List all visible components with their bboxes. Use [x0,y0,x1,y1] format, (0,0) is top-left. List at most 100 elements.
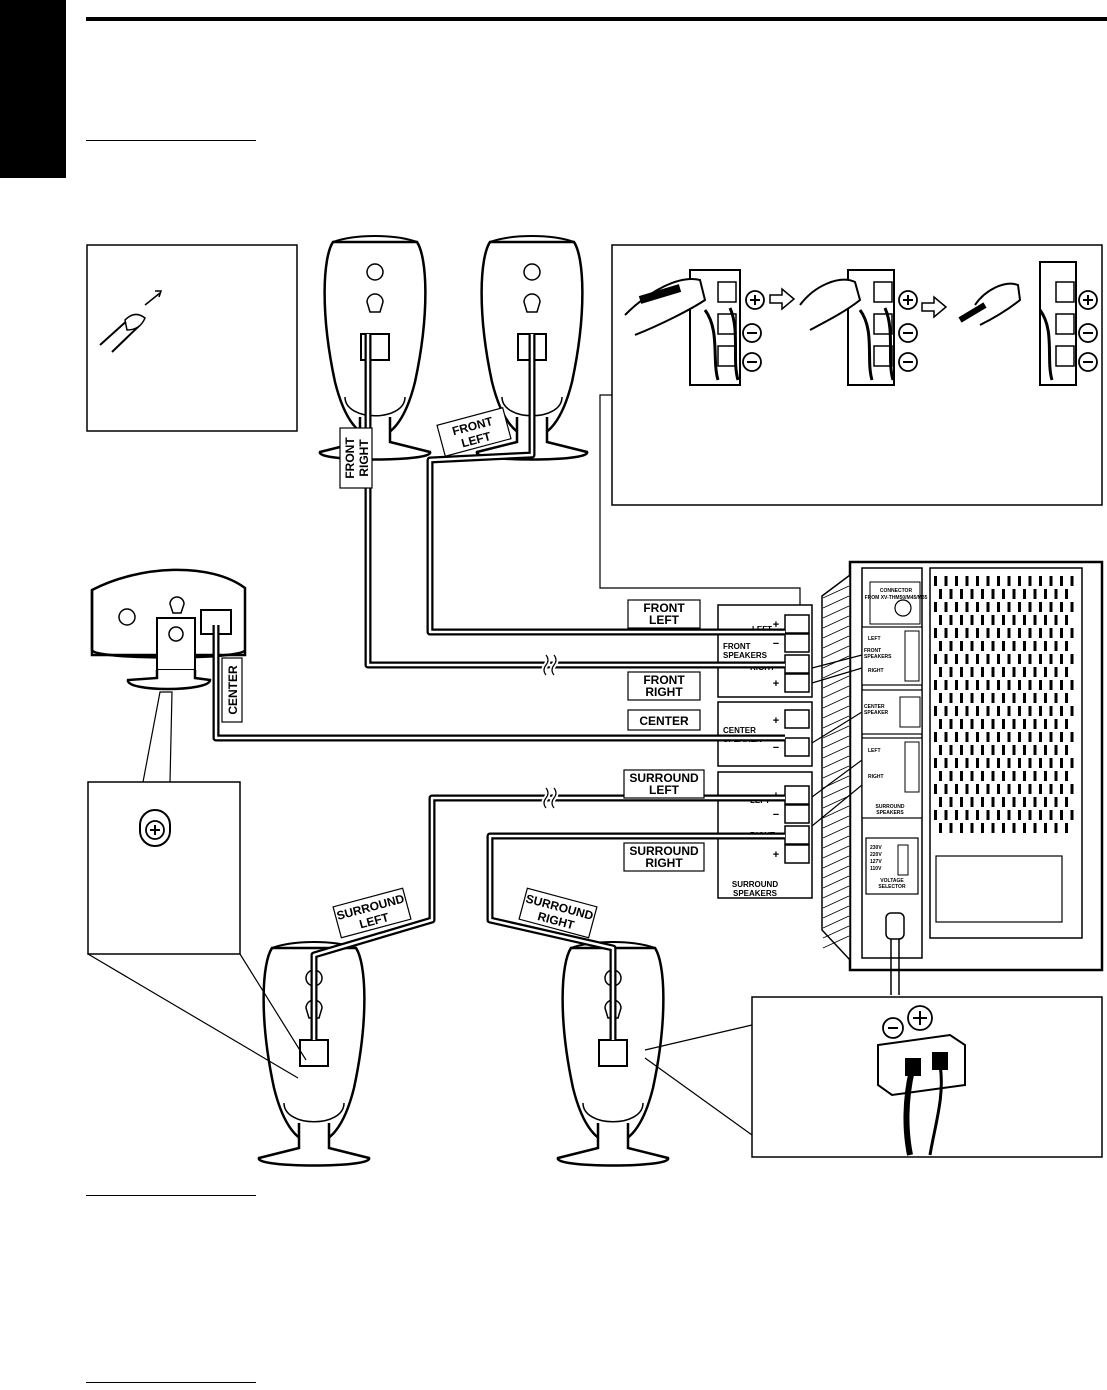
vent-slot [1039,706,1042,716]
vent-slot [1018,628,1021,638]
vent-slot [944,654,948,664]
vent-slot [1039,810,1042,820]
vent-slot [949,823,953,833]
hatch-line [822,905,850,919]
svg-text:SURROUND: SURROUND [629,844,699,858]
vent-slot [1028,706,1032,716]
hatch-line [822,805,850,819]
vent-slot [981,797,984,807]
vent-slot [939,667,942,677]
vent-slot [991,589,995,599]
vent-slot [939,641,942,651]
vent-slot [981,589,984,599]
vent-slot [1070,810,1074,820]
vent-slot [955,706,958,716]
vent-slot [1044,823,1047,833]
vent-slot [1070,628,1074,638]
tag-surround-right-panel: SURROUND RIGHT [623,842,705,872]
vent-slot [1002,771,1005,781]
vent-slot [1060,602,1063,612]
vent-slot [1028,576,1032,586]
hatch-line [822,875,850,889]
front-right-plus-symbol: + [773,678,779,690]
svg-text:FRONT: FRONT [643,601,685,615]
vent-slot [1002,797,1005,807]
vent-slot [991,823,995,833]
hatch-line [822,895,850,909]
vent-slot [944,680,948,690]
vent-slot [986,680,990,690]
vent-slot [1023,693,1026,703]
vent-slot [1023,615,1026,625]
vent-slot [955,680,958,690]
vent-slot [1054,693,1058,703]
vent-slot [1054,641,1058,651]
vent-slot [1033,615,1037,625]
vent-slot [949,667,953,677]
vent-slot [976,732,979,742]
vent-slot [1033,797,1037,807]
vent-slot [960,823,963,833]
vent-slot [1060,576,1063,586]
vent-slot [991,615,995,625]
panel-front-speakers-1: FRONT [723,642,751,651]
vent-slot [1065,589,1068,599]
vent-slot [939,771,942,781]
vent-slot [1060,784,1063,794]
vent-slot [1054,719,1058,729]
rear-voltage-2: 220V [870,852,882,858]
hatch-line [822,735,850,749]
vent-slot [1012,667,1016,677]
vent-slot [965,758,969,768]
hatch-line [822,925,850,939]
vent-slot [997,706,1000,716]
vent-slot [1012,615,1016,625]
vent-slot [1065,797,1068,807]
vent-slot [1023,745,1026,755]
vent-slot [1049,680,1053,690]
vent-slot [1023,797,1026,807]
rear-front-left: LEFT [868,636,881,642]
hatch-line [822,865,850,879]
vent-slot [997,602,1000,612]
front-right-speaker [318,234,432,461]
vent-slot [1054,615,1058,625]
vent-slot [981,693,984,703]
vent-slot [986,784,990,794]
wall-mount-box [87,691,307,1079]
vent-slot [1007,784,1011,794]
vent-slot [1044,719,1047,729]
vent-slot [986,758,990,768]
vent-slot [965,576,969,586]
vent-slot [1002,719,1005,729]
vent-slot [1065,719,1068,729]
vent-slot [939,693,942,703]
vent-slot [1049,784,1053,794]
hatch-line [822,645,850,659]
vent-slot [997,732,1000,742]
vent-slot [1065,771,1068,781]
hatch-line [822,825,850,839]
surround-right-plus-symbol: + [773,849,779,861]
svg-text:CENTER: CENTER [226,665,240,715]
vent-slot [1007,602,1011,612]
vent-slot [1018,758,1021,768]
vent-slot [1060,654,1063,664]
vent-slot [1065,823,1068,833]
vent-slot [1007,758,1011,768]
vent-slot [934,680,937,690]
rear-surround-speakers-1: SURROUND [876,804,905,810]
vent-slot [981,823,984,833]
vent-slot [1002,615,1005,625]
vent-slot [1028,810,1032,820]
vent-slot [965,602,969,612]
vent-slot [965,628,969,638]
vent-slot [960,667,963,677]
vent-slot [1002,589,1005,599]
vent-slot [1060,680,1063,690]
vent-slot [934,758,937,768]
svg-text:RIGHT: RIGHT [645,685,683,699]
section-rule-bottom [86,1382,256,1383]
vent-slot [934,654,937,664]
vent-slot [986,810,990,820]
